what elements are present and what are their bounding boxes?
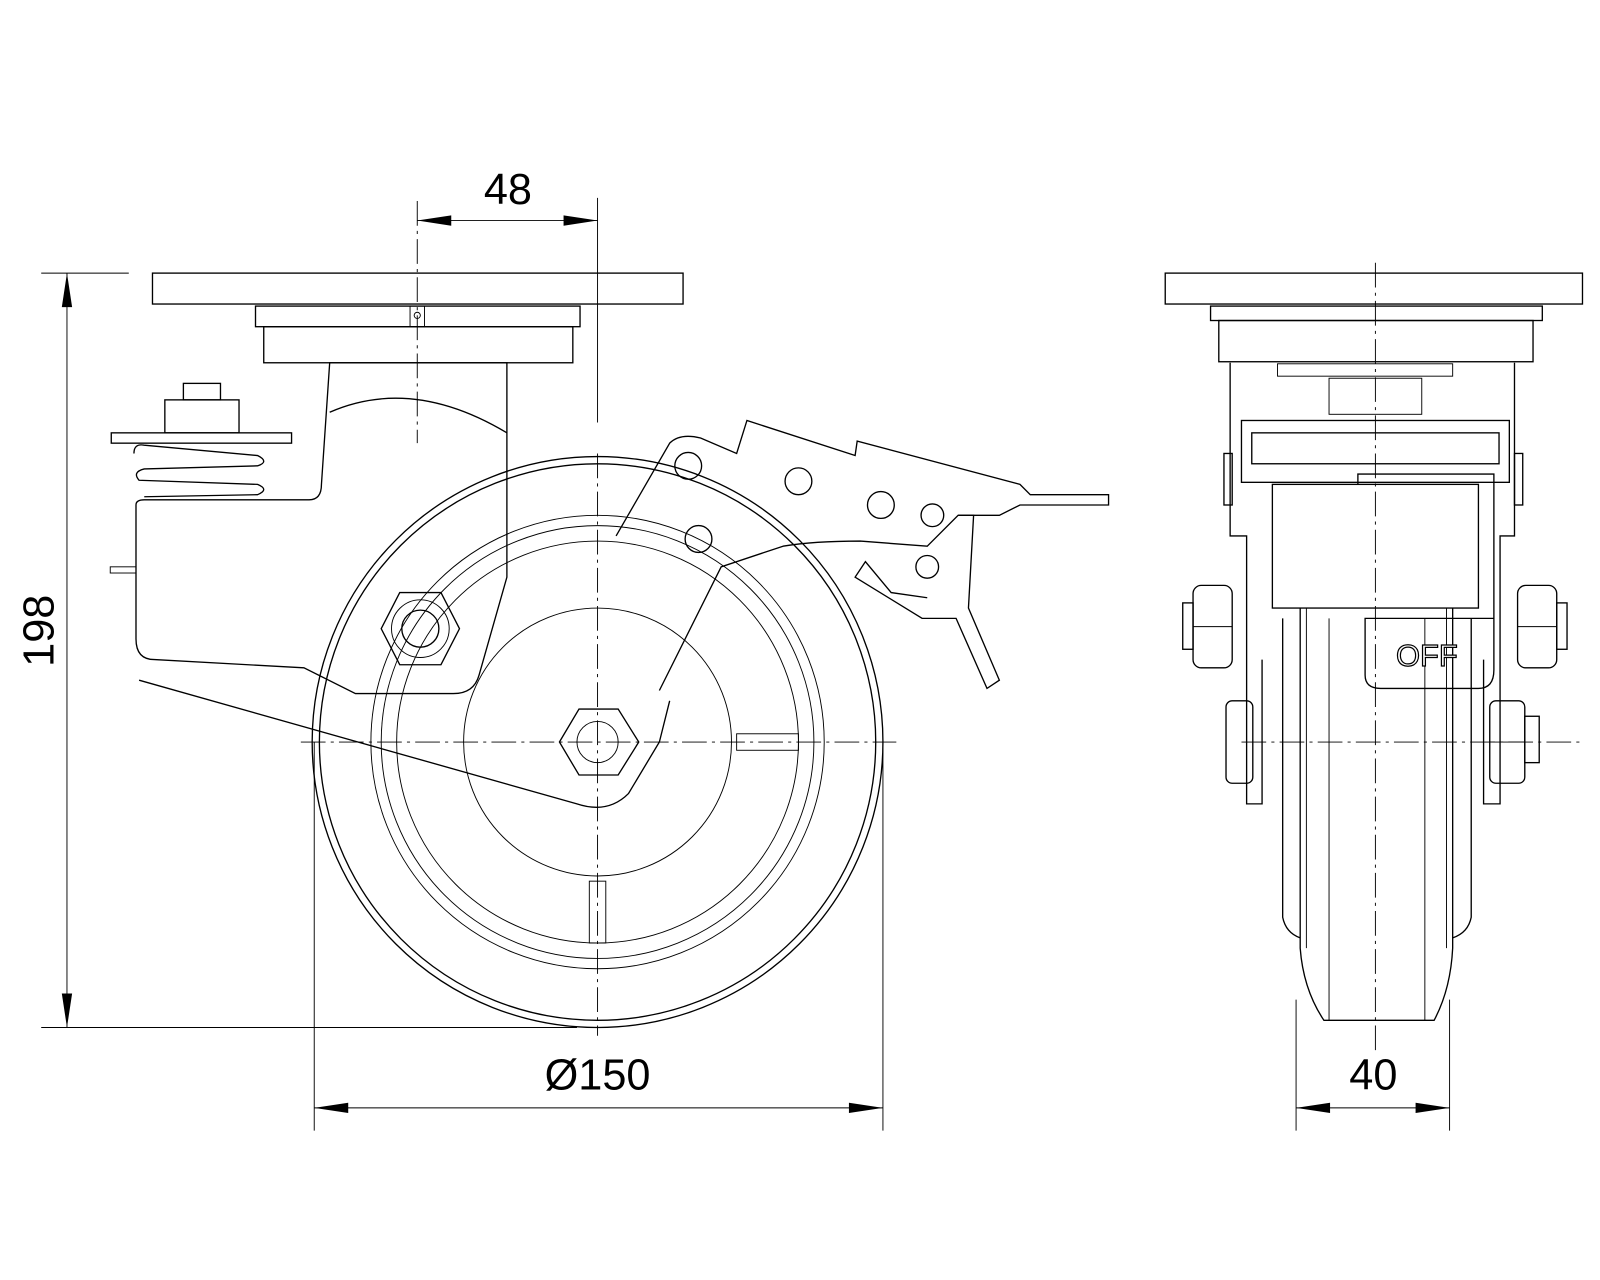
dimension-wheel-diameter: Ø150 — [545, 1051, 651, 1099]
bearing-ring — [254, 305, 581, 328]
fork-body — [135, 362, 508, 695]
brake-lever — [615, 419, 1110, 691]
side-view: 48 198 Ø150 — [16, 166, 1110, 1131]
dimension-wheel-width: 40 — [1349, 1051, 1397, 1099]
swivel-bolt-nut — [380, 591, 461, 666]
swivel-housing — [263, 326, 574, 364]
shock-spring — [109, 382, 293, 574]
dimension-swivel-offset: 48 — [484, 166, 532, 214]
top-plate-front — [1164, 272, 1584, 305]
brake-off-label: OFF — [1396, 638, 1458, 673]
wheel-front — [1299, 608, 1454, 1021]
top-plate — [151, 272, 684, 305]
front-view: OFF 40 — [1164, 262, 1584, 1131]
dimension-overall-height: 198 — [16, 595, 64, 667]
brake-indicator: OFF — [1357, 473, 1495, 690]
